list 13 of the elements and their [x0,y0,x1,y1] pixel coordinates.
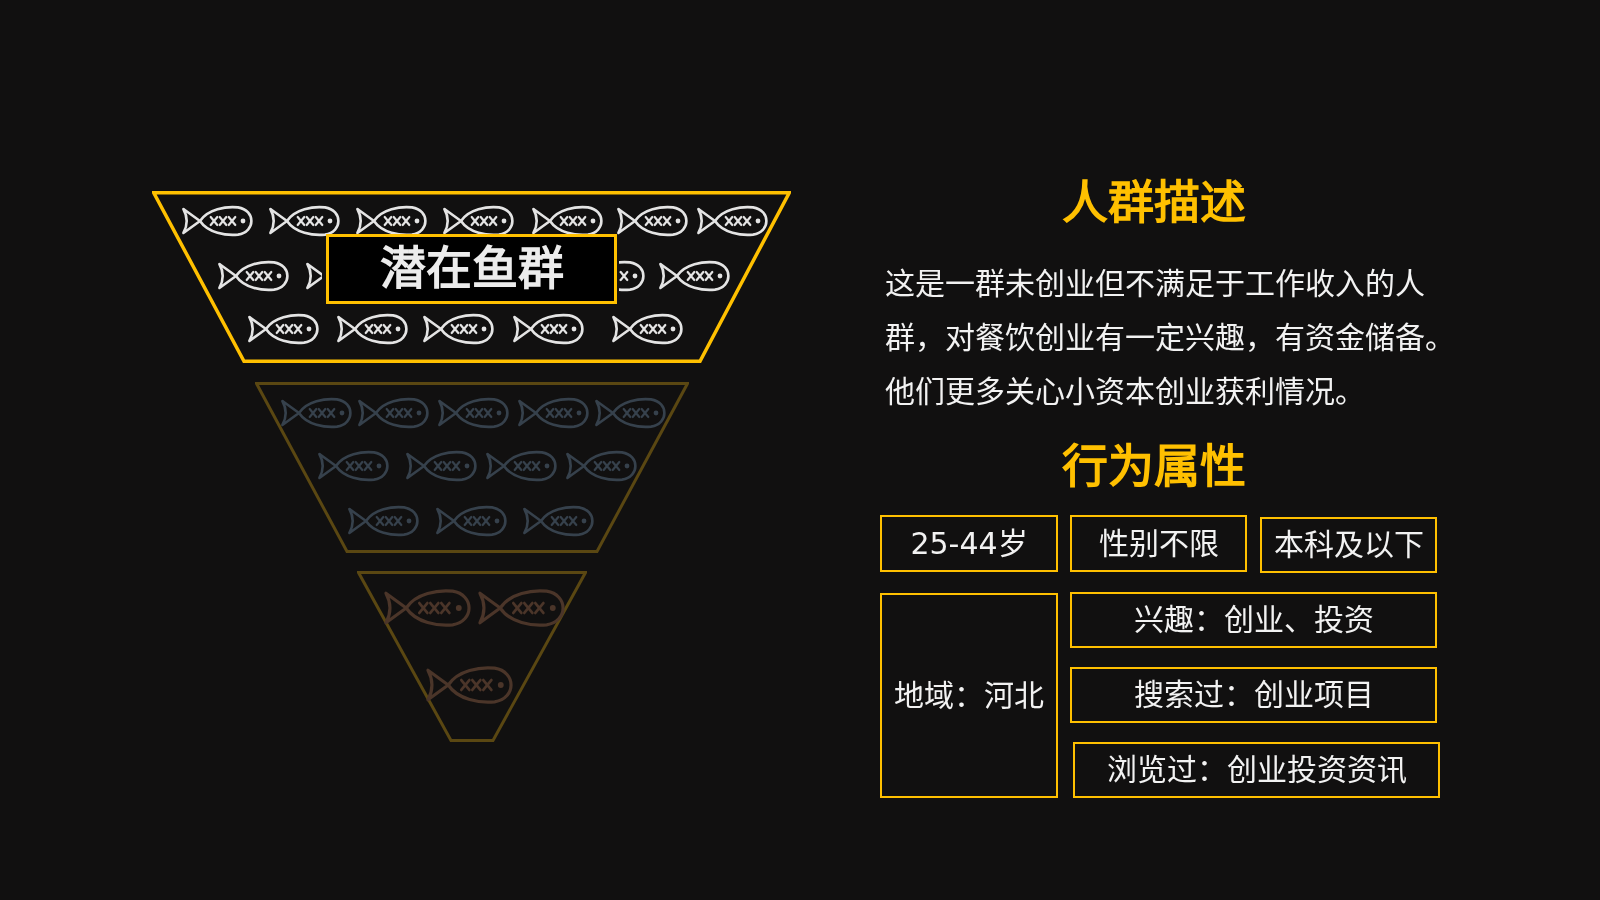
attribute-tag: 搜索过：创业项目 [1070,667,1437,723]
section-heading: 人群描述 [1062,176,1246,229]
segment-label: 潜在鱼群 [326,234,617,304]
attribute-tag: 浏览过：创业投资资讯 [1073,742,1440,798]
attribute-tag: 本科及以下 [1260,517,1437,573]
attribute-tag: 兴趣：创业、投资 [1070,592,1437,648]
funnel-segment [152,191,791,363]
attribute-tag: 地域：河北 [880,593,1058,798]
attribute-tag: 性别不限 [1070,515,1247,572]
funnel-segment [357,571,587,742]
attribute-tag: 25-44岁 [880,515,1058,572]
section-heading: 行为属性 [1062,440,1246,493]
funnel-segment [255,382,689,553]
